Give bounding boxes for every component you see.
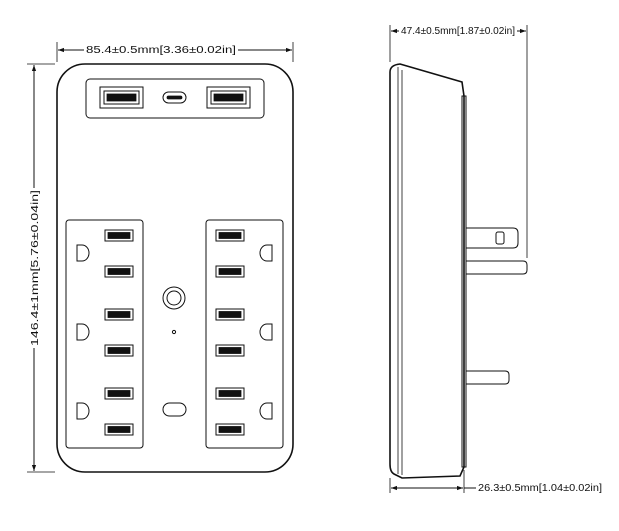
front-height-dimension: 146.4±1mm[5.76±0.04in] [27, 63, 55, 473]
outlet-panel-right [205, 219, 284, 449]
outlet-slot [215, 387, 245, 400]
power-button [162, 286, 186, 310]
upper-prong [466, 227, 519, 249]
left-outlets [76, 229, 134, 436]
side-body-label: 26.3±0.5mm[1.04±0.02in] [478, 483, 602, 494]
indicator-led [171, 329, 177, 335]
outlet-slot [104, 423, 134, 436]
outlet-slot [215, 308, 245, 321]
right-outlets [215, 229, 273, 436]
outlet-slot [104, 308, 134, 321]
usb-a-port-left [99, 86, 144, 109]
side-body-dimension: 26.3±0.5mm[1.04±0.02in] [389, 470, 602, 494]
front-height-label: 146.4±1mm[5.76±0.04in] [30, 190, 41, 346]
ground-pin [466, 370, 510, 385]
outlet-slot [104, 387, 134, 400]
ground-hole [259, 323, 273, 341]
night-light-sensor [162, 402, 187, 417]
ac-outlet [215, 387, 273, 436]
usb-panel [85, 78, 265, 119]
outlet-slot [215, 344, 245, 357]
outlet-slot [215, 265, 245, 278]
side-body-outline [389, 63, 465, 479]
outlet-slot [215, 423, 245, 436]
outlet-slot [104, 344, 134, 357]
side-depth-label: 47.4±0.5mm[1.87±0.02in] [401, 26, 515, 37]
ac-outlet [215, 308, 273, 357]
lower-prong [466, 260, 528, 275]
ground-hole [76, 402, 90, 420]
side-depth-dimension: 47.4±0.5mm[1.87±0.02in] [389, 24, 528, 258]
ground-hole [259, 244, 273, 262]
side-view [389, 63, 528, 479]
usb-a-port-right [206, 86, 251, 109]
outlet-slot [215, 229, 245, 242]
ac-outlet [76, 387, 134, 436]
ground-hole [76, 323, 90, 341]
front-body-outline [56, 63, 294, 473]
outlet-slot [104, 229, 134, 242]
outlet-slot [104, 265, 134, 278]
ac-outlet [215, 229, 273, 278]
ac-outlet [76, 308, 134, 357]
side-back-plate [461, 95, 467, 468]
ac-outlet [76, 229, 134, 278]
ground-hole [259, 402, 273, 420]
front-width-dimension: 85.4±0.5mm[3.36±0.02in] [56, 42, 294, 62]
front-view [56, 63, 294, 473]
usb-c-port [162, 91, 187, 104]
front-width-label: 85.4±0.5mm[3.36±0.02in] [86, 45, 236, 56]
ground-hole [76, 244, 90, 262]
outlet-panel-left [65, 219, 144, 449]
